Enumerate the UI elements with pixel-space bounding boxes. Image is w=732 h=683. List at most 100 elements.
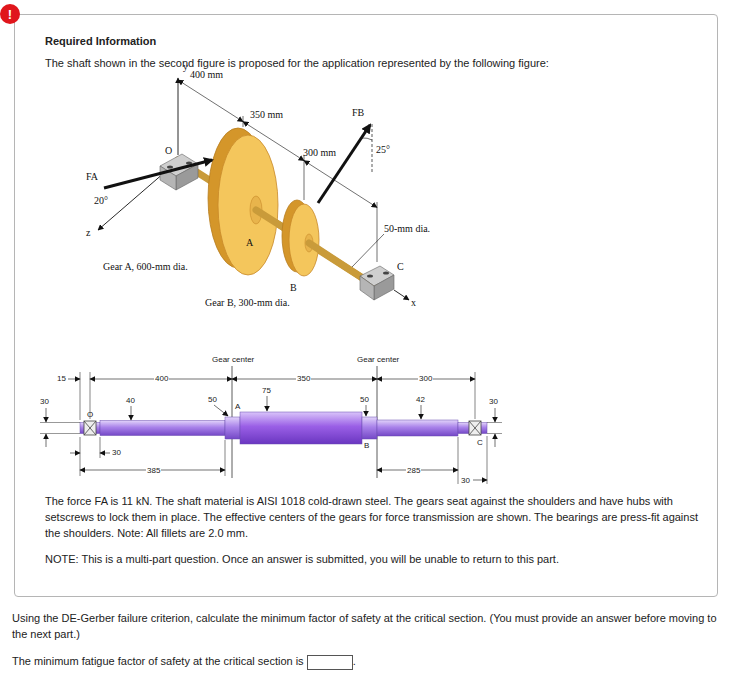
figure-3d-part (377, 202, 378, 262)
axis-label: y (183, 62, 188, 72)
figure-3d-part (360, 276, 374, 300)
intro-text-holder: The shaft shown in the second figure is … (45, 55, 709, 71)
force-label-holder: FA (86, 172, 98, 182)
force-label: FA (86, 172, 98, 182)
figure-shaft-drawing-part (458, 437, 459, 484)
figure-3d-part (289, 204, 319, 276)
point-label-holder: A (235, 402, 240, 411)
figure-shaft-drawing-part (377, 420, 458, 436)
axis-label-holder: y (183, 62, 188, 72)
figure-shaft-drawing-part (487, 422, 502, 423)
point-label: A (246, 238, 253, 248)
figure-3d-part (178, 80, 243, 122)
figure-shaft-drawing-part (469, 421, 481, 435)
dimension-label-holder: 300 (418, 374, 433, 383)
dimension-label-holder: 300 mm (303, 148, 336, 158)
point-label: C (397, 262, 404, 272)
part-label-holder: 50-mm dia. (384, 224, 430, 234)
point-label: O (165, 146, 172, 156)
question-text-holder: Using the DE-Gerber failure criterion, c… (12, 610, 724, 642)
diameter-label-holder: 30 (40, 397, 49, 406)
axis-label-holder: x (411, 298, 416, 308)
panel-heading: Required Information (45, 34, 685, 48)
diameter-label-holder: 50 (360, 395, 369, 404)
axis-label: z (86, 228, 90, 238)
point-label-holder: B (364, 441, 369, 450)
figure-shaft-drawing-part (487, 433, 502, 434)
dimension-label: 300 (418, 374, 433, 383)
dimension-label: 400 mm (190, 70, 223, 80)
figure-shaft-drawing-part (487, 436, 488, 484)
dimension-label: 350 (296, 374, 311, 383)
diameter-label-holder: 50 (208, 395, 217, 404)
part-label: 50-mm dia. (384, 224, 430, 234)
figure-3d-part (318, 125, 370, 203)
point-label: A (235, 402, 240, 411)
diameter-label: 75 (262, 386, 271, 395)
figure-shaft-drawing-part (46, 434, 47, 447)
figure-3d-part (178, 78, 179, 155)
figure-shaft-drawing-part (225, 440, 226, 476)
dimension-label: 400 (154, 374, 169, 383)
gear-center-label: Gear center (212, 355, 254, 364)
figure-shaft-drawing-part (84, 421, 96, 435)
figure-3d-part (104, 160, 212, 188)
point-label-holder: O (165, 146, 172, 156)
alert-icon: ! (0, 4, 20, 24)
angle-label-holder: 20° (94, 196, 108, 206)
figure-shaft-drawing-part (100, 421, 225, 436)
figure-3d-part (367, 274, 373, 277)
part-label: Gear A, 600-mm dia. (103, 262, 188, 272)
question-text: Using the DE-Gerber failure criterion, c… (12, 610, 724, 642)
part-label-holder: Gear B, 300-mm dia. (205, 298, 290, 308)
figure-shaft-drawing-part (214, 405, 228, 416)
figure-shaft-drawing (40, 366, 502, 484)
point-label: C (477, 438, 483, 447)
figure-shaft-drawing-part (421, 405, 422, 419)
figure-shaft-drawing-part (473, 480, 487, 481)
diameter-label: 30 (489, 397, 498, 406)
dimension-label-holder: 385 (146, 466, 161, 475)
figure-3d-part (362, 138, 372, 140)
angle-label-holder: 25° (376, 145, 390, 155)
diameter-label: 50 (208, 395, 217, 404)
point-label: O (87, 410, 93, 419)
diameter-label-holder: 42 (416, 395, 425, 404)
figure-shaft-drawing-part (131, 406, 132, 420)
panel-heading-holder: Required Information (45, 34, 685, 48)
dimension-label: 30 (112, 448, 121, 457)
answer-period: . (353, 655, 356, 667)
figure-shaft-drawing-part (100, 437, 101, 458)
figure-3d-part (218, 135, 278, 275)
dimension-label: 385 (146, 466, 161, 475)
point-label: B (364, 441, 369, 450)
figure-shaft-drawing-part (84, 421, 96, 435)
dimension-label-holder: 285 (406, 466, 421, 475)
note-text-holder: NOTE: This is a multi-part question. Onc… (45, 551, 709, 567)
figure-shaft-drawing-part (240, 412, 362, 444)
dimension-label-holder: 15 (57, 374, 66, 383)
dimension-label: 285 (406, 466, 421, 475)
note-text: NOTE: This is a multi-part question. Onc… (45, 551, 709, 567)
point-label-holder: C (477, 438, 483, 447)
dimension-label: 350 mm (250, 110, 283, 120)
figure-shaft-drawing-part (46, 408, 47, 422)
intro-text: The shaft shown in the second figure is … (45, 55, 709, 71)
gear-center-label: Gear center (357, 355, 399, 364)
dimension-label-holder: 350 (296, 374, 311, 383)
dimension-label-holder: 400 mm (190, 70, 223, 80)
dimension-label-holder: 30 (461, 476, 470, 485)
diameter-label: 42 (416, 395, 425, 404)
gear-center-label-holder: Gear center (212, 355, 254, 364)
force-label: FB (352, 108, 364, 118)
figure-shaft-drawing-part (40, 433, 80, 434)
dimension-label-holder: 350 mm (250, 110, 283, 120)
figure-3d-part (372, 124, 373, 172)
point-label: B (290, 283, 297, 293)
diameter-label: 40 (126, 396, 135, 405)
diameter-label: 50 (360, 395, 369, 404)
dimension-label-holder: 30 (112, 448, 121, 457)
figure-3d-part (352, 234, 384, 267)
figure-3d-part (178, 160, 378, 288)
